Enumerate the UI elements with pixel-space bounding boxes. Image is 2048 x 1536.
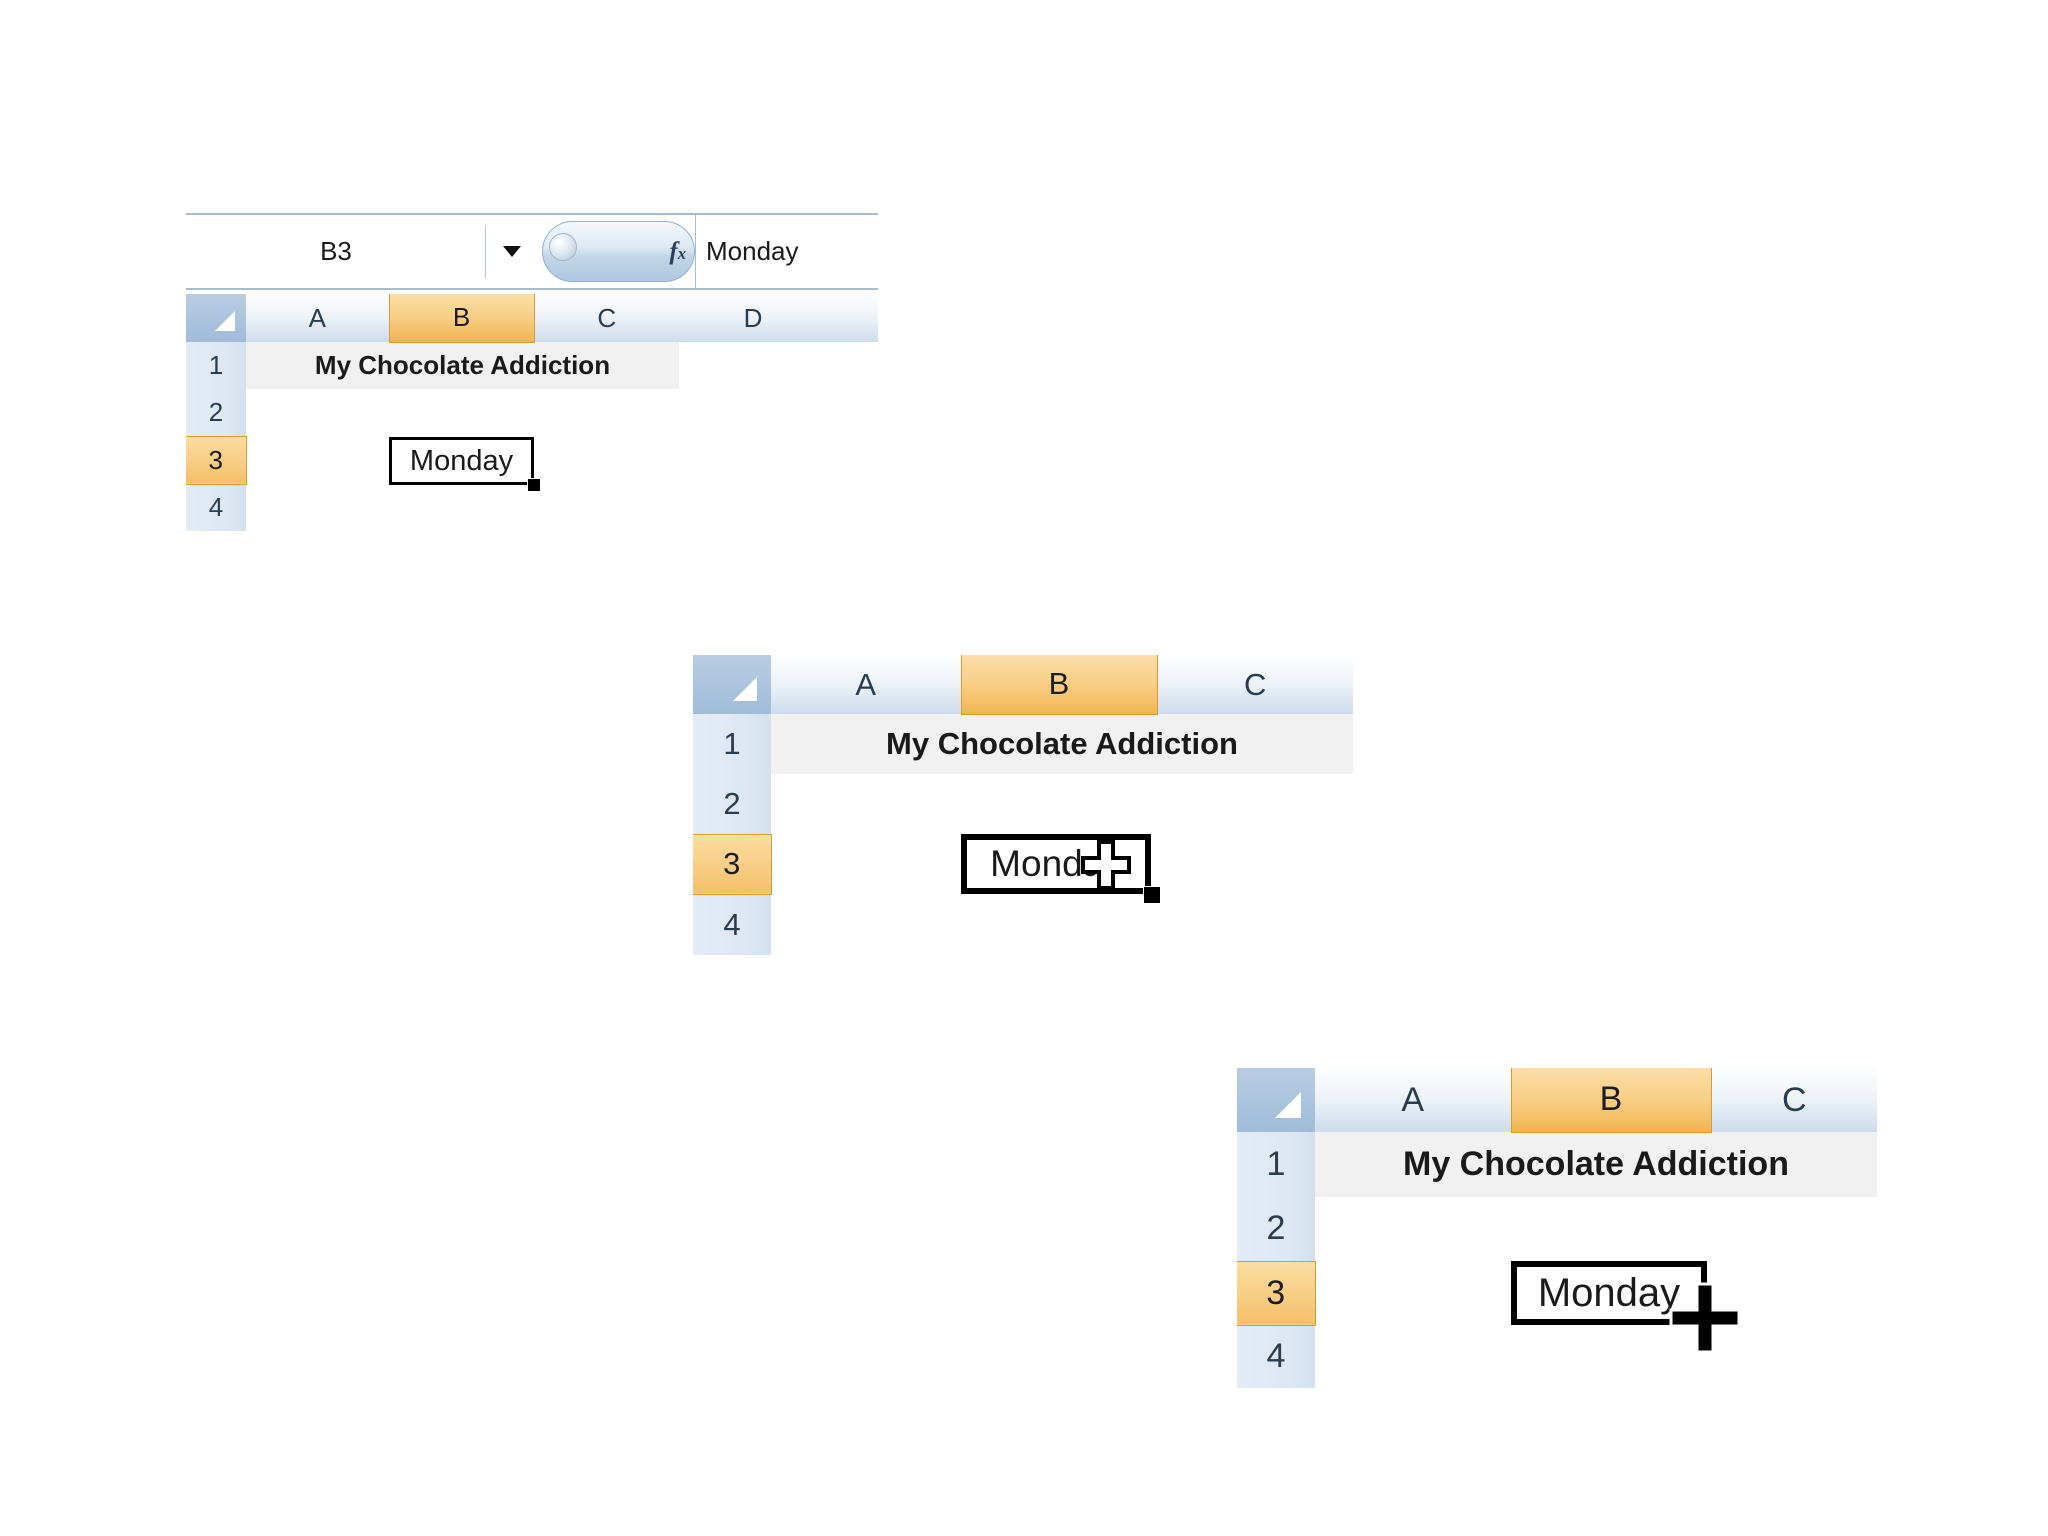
active-cell-value: Monday — [409, 444, 514, 477]
name-box-divider — [485, 225, 486, 278]
formula-bar: B3 fx Monday — [186, 213, 878, 290]
cell-d1[interactable] — [679, 342, 827, 389]
cell-c4[interactable] — [534, 484, 679, 531]
row-header-2[interactable]: 2 — [693, 774, 771, 834]
name-box-dropdown-button[interactable] — [486, 215, 538, 288]
excel-panel-top-left: B3 fx Monday A B — [186, 213, 878, 533]
cell-c2[interactable] — [1711, 1197, 1877, 1261]
cell-d4[interactable] — [679, 484, 827, 531]
grid-table: A B C D 1 My Chocolate Addiction 2 — [186, 294, 879, 531]
column-header-a[interactable]: A — [771, 655, 961, 714]
grid-table: A B C 1 My Chocolate Addiction 2 3 — [1237, 1068, 1877, 1388]
cell-e4[interactable] — [827, 484, 878, 531]
cell-c3[interactable] — [1157, 834, 1353, 894]
active-cell-value: Monday — [990, 843, 1122, 884]
active-cell-selection-b3[interactable]: Monday — [1511, 1261, 1707, 1325]
select-all-corner[interactable] — [693, 655, 771, 714]
cell-a1-title[interactable]: My Chocolate Addiction — [771, 714, 1353, 774]
cell-b2[interactable] — [389, 389, 534, 436]
cell-d2[interactable] — [679, 389, 827, 436]
column-header-b[interactable]: B — [1510, 1068, 1712, 1133]
cell-c3[interactable] — [534, 436, 679, 484]
cell-b2[interactable] — [1511, 1197, 1711, 1261]
cell-a1-title[interactable]: My Chocolate Addiction — [246, 342, 679, 389]
cell-a1-title[interactable]: My Chocolate Addiction — [1315, 1132, 1877, 1197]
corner-triangle-icon — [1274, 1091, 1301, 1118]
row-header-4[interactable]: 4 — [693, 894, 771, 955]
excel-panel-bottom-right: A B C 1 My Chocolate Addiction 2 3 — [1237, 1068, 1877, 1388]
active-cell-selection-b3[interactable]: Monday — [389, 437, 534, 485]
formula-input[interactable]: Monday — [695, 215, 878, 288]
row-header-4[interactable]: 4 — [1237, 1325, 1315, 1388]
cell-c2[interactable] — [534, 389, 679, 436]
chevron-down-icon — [503, 246, 521, 257]
select-all-corner[interactable] — [186, 294, 246, 342]
cell-a4[interactable] — [246, 484, 389, 531]
cell-a3[interactable] — [246, 436, 389, 484]
cell-a2[interactable] — [246, 389, 389, 436]
pill-knob-icon — [549, 232, 578, 261]
row-header-4[interactable]: 4 — [186, 484, 246, 531]
cell-c4[interactable] — [1157, 894, 1353, 955]
cell-e2[interactable] — [827, 389, 878, 436]
fill-handle[interactable] — [527, 478, 541, 492]
column-header-c[interactable]: C — [534, 294, 679, 342]
corner-triangle-icon — [215, 311, 236, 332]
grid-table: A B C 1 My Chocolate Addiction 2 3 — [693, 655, 1353, 955]
column-header-c[interactable]: C — [1711, 1068, 1877, 1132]
column-header-c[interactable]: C — [1157, 655, 1353, 714]
select-all-corner[interactable] — [1237, 1068, 1315, 1132]
cell-c2[interactable] — [1157, 774, 1353, 834]
function-icon[interactable]: fx — [669, 237, 686, 265]
worksheet-grid[interactable]: A B C 1 My Chocolate Addiction 2 3 — [1237, 1068, 1877, 1388]
column-header-b[interactable]: B — [960, 655, 1158, 715]
corner-triangle-icon — [732, 677, 757, 702]
row-header-1[interactable]: 1 — [693, 714, 771, 774]
cell-a3[interactable] — [771, 834, 961, 894]
column-header-d[interactable]: D — [679, 294, 827, 342]
cell-c3[interactable] — [1711, 1261, 1877, 1325]
row-header-1[interactable]: 1 — [186, 342, 246, 389]
cell-c4[interactable] — [1711, 1325, 1877, 1388]
name-box-value: B3 — [320, 236, 352, 266]
worksheet-grid[interactable]: A B C 1 My Chocolate Addiction 2 3 — [693, 655, 1353, 955]
cell-b4[interactable] — [961, 894, 1157, 955]
excel-panel-middle: A B C 1 My Chocolate Addiction 2 3 — [693, 655, 1353, 955]
row-header-3[interactable]: 3 — [693, 833, 772, 895]
row-header-3[interactable]: 3 — [1237, 1260, 1316, 1326]
cell-e1[interactable] — [827, 342, 878, 389]
formula-value: Monday — [706, 236, 799, 266]
formula-bar-expand-pill[interactable]: fx — [542, 221, 695, 282]
column-header-e[interactable] — [827, 294, 878, 342]
cell-b4[interactable] — [1511, 1325, 1711, 1388]
cell-e3[interactable] — [827, 436, 878, 484]
cell-a2[interactable] — [771, 774, 961, 834]
name-box[interactable]: B3 — [186, 215, 486, 288]
column-header-a[interactable]: A — [246, 294, 389, 342]
fill-handle[interactable] — [1143, 886, 1161, 904]
worksheet-grid[interactable]: A B C D 1 My Chocolate Addiction 2 — [186, 294, 878, 531]
cell-a4[interactable] — [1315, 1325, 1511, 1388]
cell-b4[interactable] — [389, 484, 534, 531]
column-header-b[interactable]: B — [388, 294, 535, 343]
active-cell-value: Monday — [1537, 1270, 1681, 1315]
cell-d3[interactable] — [679, 436, 827, 484]
row-header-2[interactable]: 2 — [186, 389, 246, 436]
cell-a3[interactable] — [1315, 1261, 1511, 1325]
row-header-2[interactable]: 2 — [1237, 1197, 1315, 1261]
row-header-1[interactable]: 1 — [1237, 1132, 1315, 1197]
column-header-a[interactable]: A — [1315, 1068, 1511, 1132]
cell-a4[interactable] — [771, 894, 961, 955]
cell-a2[interactable] — [1315, 1197, 1511, 1261]
cell-b2[interactable] — [961, 774, 1157, 834]
active-cell-selection-b3[interactable]: Monday — [961, 834, 1151, 894]
row-header-3[interactable]: 3 — [186, 435, 247, 485]
